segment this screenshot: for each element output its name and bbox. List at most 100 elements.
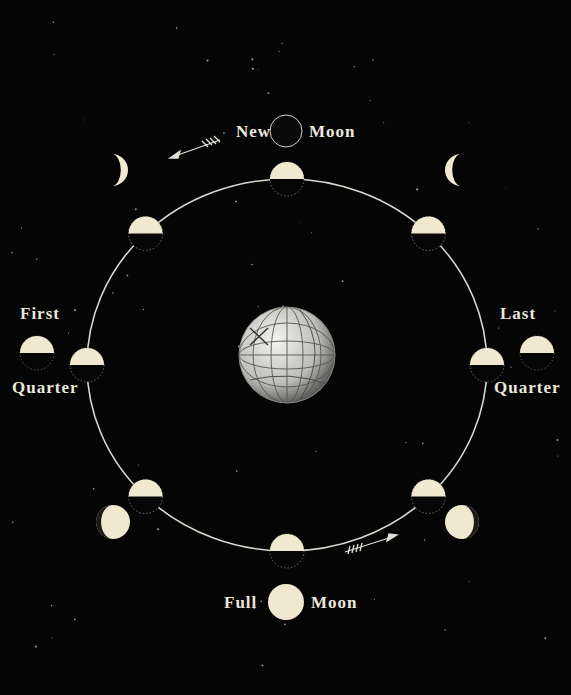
star [223,132,225,134]
star [143,309,145,311]
star [52,637,53,638]
star [252,68,254,70]
star [444,629,446,631]
orbit-moon-lit [129,216,163,233]
star [236,470,238,472]
star [510,366,511,367]
star [504,187,506,189]
star [53,54,54,55]
star [261,665,263,667]
phase-name: Moon [309,123,356,140]
star [21,227,22,228]
star [157,528,159,530]
star [405,442,406,443]
phase-name: First [20,305,60,322]
orbit-moon-lit [411,480,445,497]
star [278,51,279,52]
star [251,264,253,266]
star [315,451,316,452]
star [138,464,139,465]
star [127,275,129,277]
quarter-moon-dark [20,336,54,370]
star [112,292,114,294]
star [260,600,262,602]
crescent-moon [112,154,128,186]
star [135,208,137,210]
star [554,310,555,311]
star [424,539,426,541]
quarter-moon-lit [20,336,54,353]
orbit-moon-dark [70,348,104,382]
gibbous-moon [445,505,479,539]
new-moon [270,115,302,147]
star [416,188,418,190]
star [282,43,283,44]
orbit-moon-dark [470,348,504,382]
orbit-moon-dark [270,534,304,568]
orbit-moon-dark [411,480,445,514]
star [422,443,424,445]
orbit-moons [70,162,504,568]
gibbous-moon [96,505,130,539]
orbit-moon-dark [411,216,445,250]
orbit-moon-lit [470,348,504,365]
orbit-moon-lit [411,216,445,233]
full-moon [268,584,304,620]
star [206,59,208,61]
star [53,22,55,24]
star-field [11,22,558,667]
star [51,605,53,607]
orbit-moon-lit [270,534,304,551]
star [11,252,13,254]
star [372,59,374,61]
orbit-moon-dark [129,480,163,514]
star [380,198,381,199]
orbit-moon-dark [270,162,304,196]
star [342,280,344,282]
star [267,92,269,94]
orbit-moon-lit [70,348,104,365]
earth [239,307,335,403]
phase-name: Moon [311,594,358,611]
star [257,68,259,70]
star [469,581,470,582]
orbit-moon-lit [270,162,304,179]
star [374,599,375,600]
star [251,58,253,60]
phase-name: Last [500,305,536,322]
orbit [87,179,487,551]
star [383,122,384,123]
star [537,228,538,229]
star [556,439,558,441]
star [370,100,371,101]
star [12,522,13,523]
star [468,122,470,124]
crescent-moon [445,154,461,186]
star [35,646,37,648]
quarter-moon-lit [520,336,554,353]
star [300,221,302,223]
phase-moons [20,115,554,620]
star [68,332,69,333]
phase-name: New [236,123,271,140]
star [498,328,499,329]
star [311,232,312,233]
gibbous-shadow [462,505,479,539]
star [557,455,558,456]
gibbous-shadow [96,505,113,539]
orbit-moon-dark [129,216,163,250]
direction-arrows [170,136,397,554]
star [258,306,259,307]
star [544,637,546,639]
star [74,618,76,620]
star [354,66,355,67]
phase-name: Quarter [494,379,560,396]
star [235,200,237,202]
quarter-moon-dark [520,336,554,370]
star [74,309,76,311]
star [83,119,85,121]
star [93,488,95,490]
orbit-moon-lit [129,480,163,497]
